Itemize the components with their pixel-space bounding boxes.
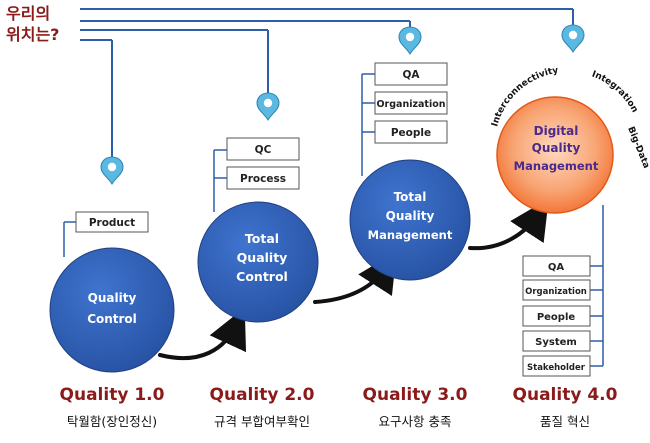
stage2-circle bbox=[197, 201, 319, 323]
svg-text:Quality: Quality bbox=[532, 141, 581, 155]
box bbox=[522, 355, 591, 377]
box-label: System bbox=[535, 337, 577, 348]
box-label: Stakeholder bbox=[527, 363, 586, 373]
arc-label-bigdata: Big-Data bbox=[625, 125, 650, 170]
stage4-subtitle: 품질 혁신 bbox=[540, 414, 590, 429]
stage1-circle bbox=[49, 247, 175, 373]
stage4-circle-text: Digital Quality Management bbox=[514, 124, 599, 173]
stage1-boxes: Product bbox=[75, 211, 149, 233]
box bbox=[374, 91, 448, 115]
box bbox=[522, 330, 591, 352]
box bbox=[374, 120, 448, 144]
stage4-boxes: QA Organization People System Stakeholde… bbox=[522, 255, 591, 377]
location-pin-icon bbox=[561, 24, 585, 53]
stage1-circle-text: Quality Control bbox=[87, 291, 137, 326]
svg-text:Quality: Quality bbox=[386, 209, 435, 223]
box-label: Organization bbox=[376, 99, 445, 110]
stage2-subtitle: 규격 부합여부확인 bbox=[214, 414, 310, 429]
heading-line2: 위치는? bbox=[6, 25, 60, 44]
svg-text:Management: Management bbox=[368, 228, 453, 242]
box bbox=[522, 305, 591, 327]
stage1-title: Quality 1.0 bbox=[59, 385, 165, 405]
box-label: QC bbox=[255, 144, 272, 156]
location-pin-icon bbox=[100, 156, 124, 185]
stage2-boxes: QC Process bbox=[226, 137, 300, 190]
heading-connectors bbox=[80, 8, 574, 157]
svg-text:Digital: Digital bbox=[534, 124, 579, 138]
stage1-subtitle: 탁월함(장인정신) bbox=[66, 414, 158, 429]
location-pin-icon bbox=[398, 26, 422, 55]
box bbox=[522, 279, 591, 301]
box-label: QA bbox=[402, 69, 420, 81]
stage3-circle-text: Total Quality Management bbox=[368, 190, 453, 242]
svg-text:Total: Total bbox=[394, 190, 427, 204]
box bbox=[226, 137, 300, 161]
box-label: Process bbox=[240, 173, 286, 185]
heading-line1: 우리의 bbox=[6, 4, 51, 23]
box-label: People bbox=[537, 312, 576, 323]
arc-label-integration: Integration bbox=[590, 70, 639, 115]
stage3-boxes: QA Organization People bbox=[374, 62, 448, 144]
box-label: People bbox=[391, 127, 431, 139]
svg-text:Management: Management bbox=[514, 159, 599, 173]
stage4-title: Quality 4.0 bbox=[512, 385, 618, 405]
stage4-circle bbox=[496, 96, 614, 214]
box-label: Product bbox=[89, 217, 135, 229]
box-label: QA bbox=[548, 262, 565, 273]
box-label: Organization bbox=[525, 287, 587, 297]
svg-text:Quality: Quality bbox=[237, 250, 288, 265]
stage3-title: Quality 3.0 bbox=[362, 385, 468, 405]
box bbox=[226, 166, 300, 190]
box bbox=[75, 211, 149, 233]
box bbox=[522, 255, 591, 277]
box-connectors bbox=[63, 73, 604, 367]
svg-text:Total: Total bbox=[245, 231, 279, 246]
stage3-subtitle: 요구사항 충족 bbox=[378, 414, 452, 429]
box bbox=[374, 62, 448, 86]
stage3-circle bbox=[349, 159, 471, 281]
stage2-circle-text: Total Quality Control bbox=[236, 231, 288, 284]
svg-text:Control: Control bbox=[236, 269, 288, 284]
svg-text:Quality: Quality bbox=[88, 291, 137, 305]
location-pin-icon bbox=[256, 92, 280, 121]
svg-text:Control: Control bbox=[87, 312, 137, 326]
stage2-title: Quality 2.0 bbox=[209, 385, 315, 405]
